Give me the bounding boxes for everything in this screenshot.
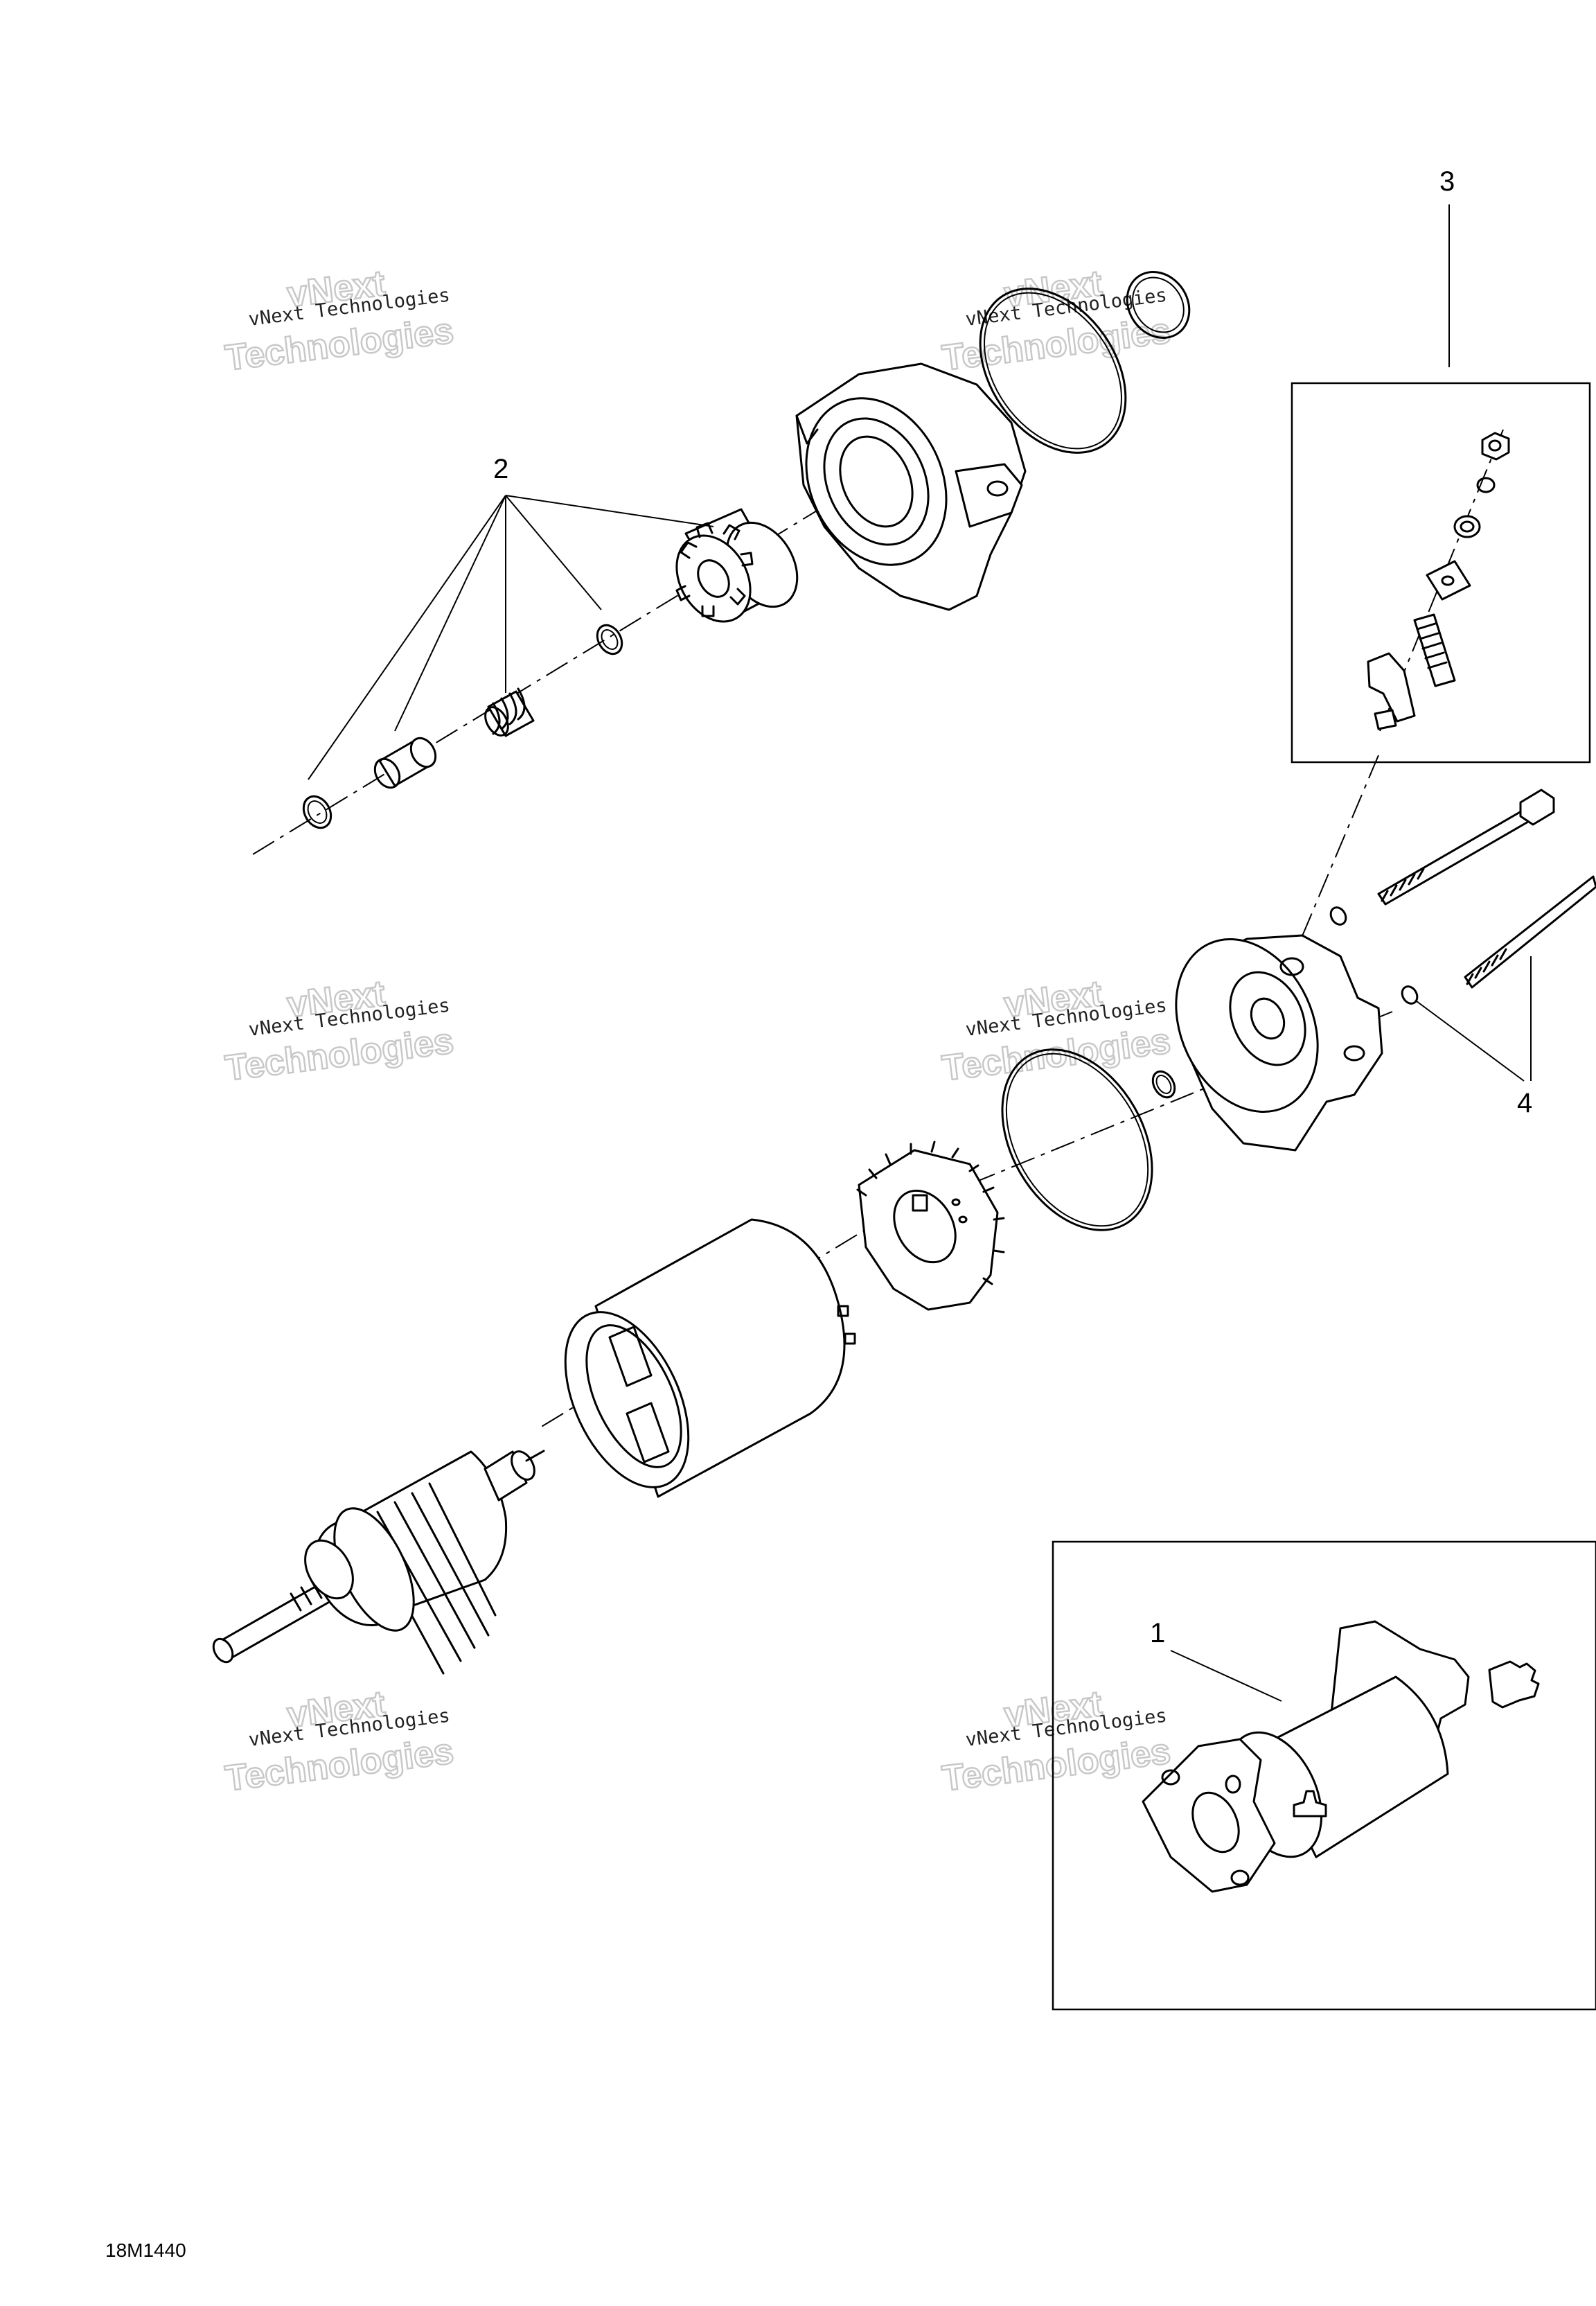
spring (484, 687, 535, 737)
small-o-ring (596, 624, 623, 655)
terminal-hardware-box (1291, 382, 1591, 764)
callout-2: 2 (493, 454, 508, 484)
watermark-5: vNext vNext Technologies Technologies (222, 1683, 456, 1800)
figure-id: 18M1440 (105, 2239, 186, 2261)
yoke-frame (564, 1218, 856, 1498)
callout-3: 3 (1439, 166, 1455, 197)
complete-starter-box (1052, 1540, 1596, 2011)
through-bolt-upper (1377, 789, 1555, 906)
large-o-ring (979, 288, 1127, 454)
end-frame-o-ring (1151, 1070, 1176, 1099)
frame-o-ring (1001, 1048, 1153, 1231)
retaining-ring (302, 795, 332, 829)
stop-collar (373, 737, 437, 789)
complete-starter (1142, 1620, 1540, 1893)
seal-ring (1126, 270, 1191, 340)
middle-center-axis (1284, 755, 1379, 978)
pinion-gear (675, 508, 799, 623)
commutator-end-frame (1175, 934, 1383, 1152)
callout-2-leaders (308, 495, 714, 780)
callout-1: 1 (1150, 1618, 1165, 1648)
armature (212, 1450, 545, 1675)
watermark-4: vNext vNext Technologies Technologies (939, 973, 1173, 1090)
terminal-hardware (1367, 432, 1510, 730)
watermark-3: vNext vNext Technologies Technologies (222, 973, 456, 1090)
callout-4: 4 (1517, 1088, 1532, 1118)
watermark-1: vNext vNext Technologies Technologies (222, 263, 456, 380)
drive-housing (795, 362, 1027, 611)
through-bolt-lower (1464, 875, 1596, 989)
lock-washers (1329, 906, 1419, 1005)
brush-plate (856, 1141, 1005, 1311)
